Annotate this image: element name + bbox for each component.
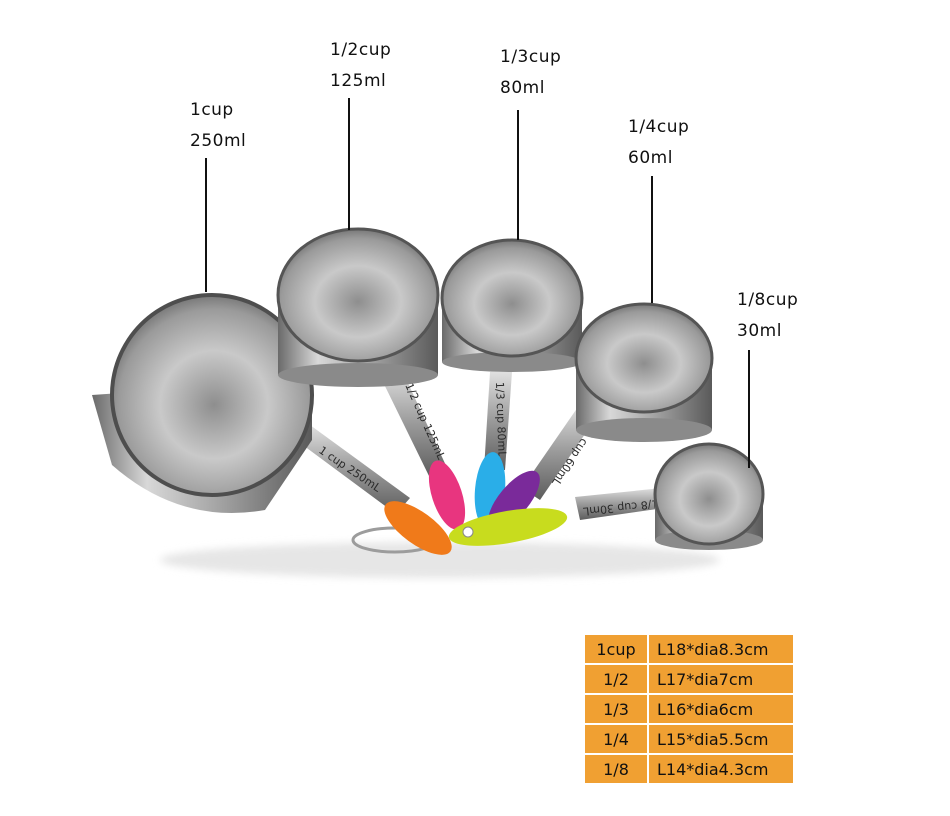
grip-lime (448, 508, 568, 546)
handle-grips (384, 452, 568, 555)
dims-cell: L15*dia5.5cm (647, 723, 795, 755)
cup-1-3cup (440, 238, 584, 372)
grip-hole (462, 526, 474, 538)
leader-line-1-8cup (748, 350, 750, 468)
handle-1-3cup (484, 372, 512, 470)
label-1-8cup: 1/8cup 30ml (737, 285, 798, 347)
engraving-1-3cup: 1/3 cup 80mL (493, 382, 509, 459)
leader-line-1cup (205, 158, 207, 292)
cups-shadow (160, 542, 720, 578)
label-cup: 1cup (190, 100, 234, 120)
dims-cell: L17*dia7cm (647, 663, 795, 695)
table-row: 1/8 L14*dia4.3cm (583, 753, 795, 785)
cup-1cup (92, 293, 314, 513)
engraving-1cup: 1 cup 250mL (316, 444, 384, 495)
table-row: 1cup L18*dia8.3cm (583, 633, 795, 665)
cup-1-2cup (276, 227, 440, 387)
label-cup: 1/4cup (628, 117, 690, 137)
table-row: 1/2 L17*dia7cm (583, 663, 795, 695)
grip-pink (428, 460, 466, 530)
label-1-2cup: 1/2cup 125ml (330, 35, 391, 97)
handle-1cup (296, 425, 410, 514)
leader-line-1-3cup (517, 110, 519, 240)
size-cell: 1cup (583, 633, 649, 665)
dims-cell: L16*dia6cm (647, 693, 795, 725)
label-ml: 80ml (500, 78, 545, 98)
label-ml: 125ml (330, 71, 387, 91)
label-ml: 30ml (737, 321, 782, 341)
label-cup: 1/2cup (330, 40, 392, 60)
label-ml: 250ml (190, 131, 247, 151)
size-cell: 1/4 (583, 723, 649, 755)
size-cell: 1/2 (583, 663, 649, 695)
dims-cell: L18*dia8.3cm (647, 633, 795, 665)
handle-1-2cup (382, 370, 448, 478)
dims-cell: L14*dia4.3cm (647, 753, 795, 785)
size-cell: 1/8 (583, 753, 649, 785)
label-ml: 60ml (628, 148, 673, 168)
handle-1-8cup (575, 488, 664, 520)
label-1-3cup: 1/3cup 80ml (500, 42, 561, 104)
cup-1-4cup (574, 302, 714, 442)
table-row: 1/4 L15*dia5.5cm (583, 723, 795, 755)
grip-orange (384, 501, 452, 555)
label-cup: 1/8cup (737, 290, 799, 310)
size-cell: 1/3 (583, 693, 649, 725)
size-table: 1cup L18*dia8.3cm 1/2 L17*dia7cm 1/3 L16… (583, 633, 795, 785)
cup-1-8cup (653, 442, 765, 550)
leader-line-1-4cup (651, 176, 653, 303)
table-row: 1/3 L16*dia6cm (583, 693, 795, 725)
label-1-4cup: 1/4cup 60ml (628, 112, 689, 174)
label-1cup: 1cup 250ml (190, 95, 246, 157)
leader-line-1-2cup (348, 98, 350, 230)
label-cup: 1/3cup (500, 47, 562, 67)
